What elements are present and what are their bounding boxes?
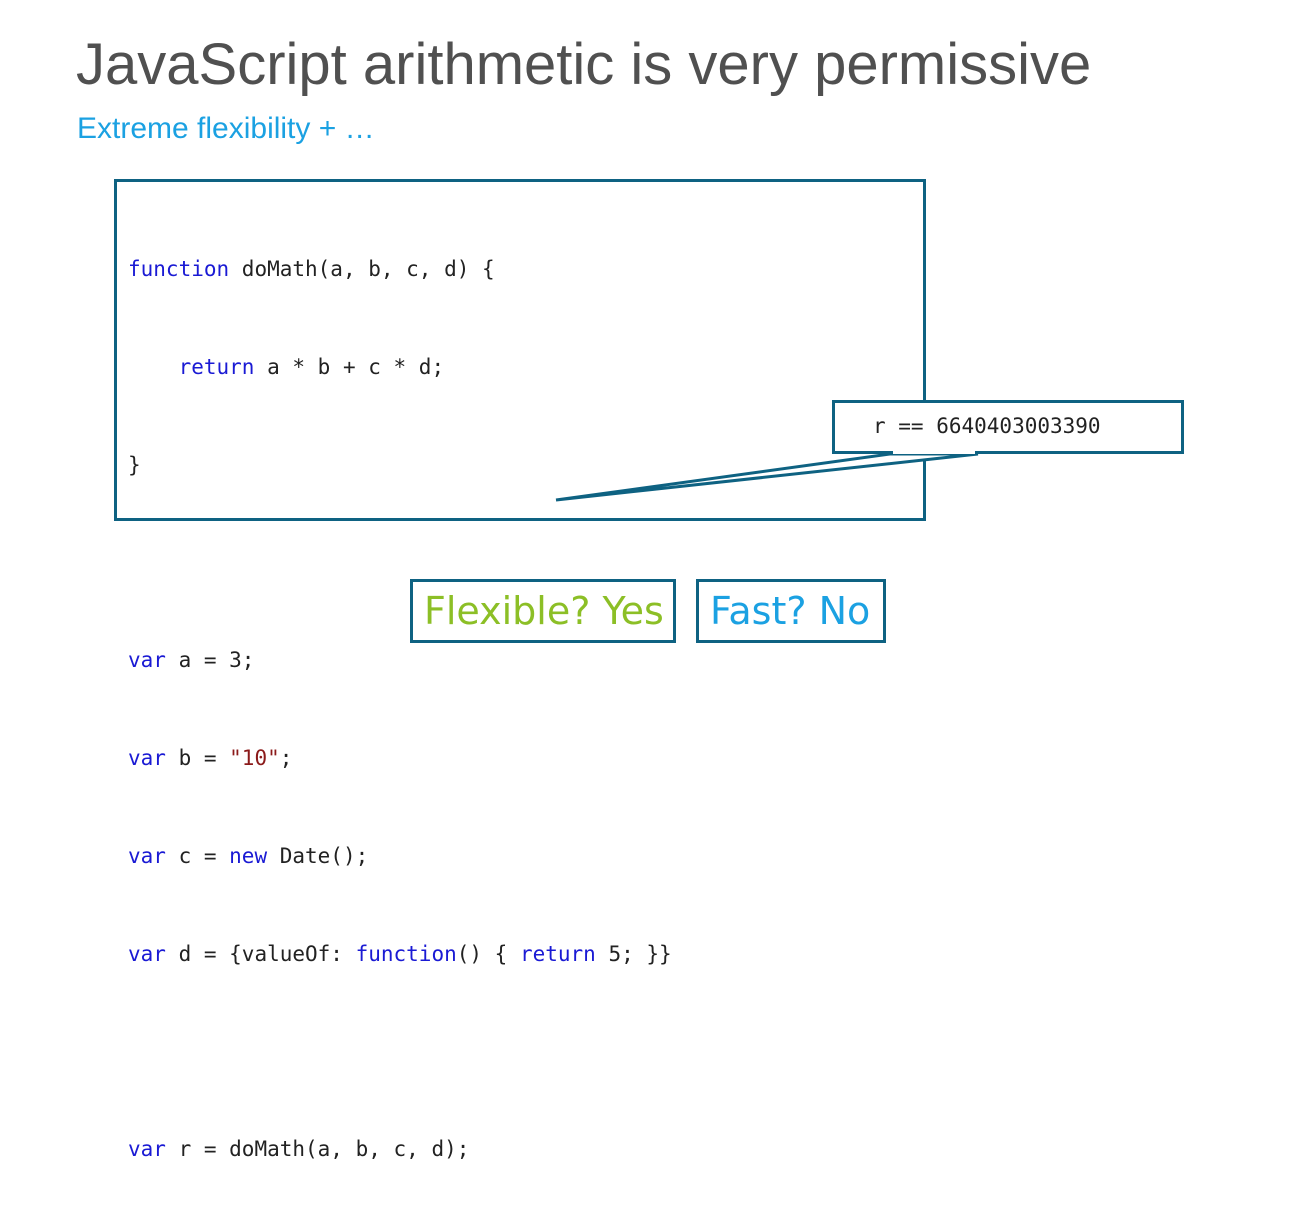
code-indent [128,355,179,379]
fast-label: Fast? No [696,579,886,643]
code-line-8: var d = {valueOf: function() { return 5;… [128,938,672,971]
code-text: ; [279,746,293,771]
code-text: () { [456,941,520,966]
code-keyword: return [519,941,596,966]
code-line-6: var b = "10"; [128,742,672,775]
code-block: function doMath(a, b, c, d) { return a *… [114,179,926,1161]
code-line-blank [128,1035,672,1068]
code-line-5: var a = 3; [128,644,672,677]
code-keyword: var [128,648,166,673]
code-text: d = {valueOf: [165,941,356,966]
code-keyword: function [355,941,457,966]
result-callout-text: r == 6640403003390 [873,414,1101,438]
code-text: 5; }} [595,941,672,966]
code-text: a * b + c * d; [254,354,445,379]
code-keyword: var [128,746,166,771]
code-line-blank [128,547,672,580]
slide-title: JavaScript arithmetic is very permissive [76,32,1092,97]
code-keyword: new [229,843,268,868]
code-keyword: return [178,354,255,379]
code-line-3: } [128,449,672,482]
code-keyword: var [128,1137,166,1162]
code-text: c = [165,843,230,868]
code-keyword: var [128,941,166,966]
code-line-7: var c = new Date(); [128,840,672,873]
code-text: r = doMath(a, b, c, d); [165,1137,470,1162]
code-line-10: var r = doMath(a, b, c, d); [128,1133,672,1166]
code-string: "10" [229,746,280,771]
code-text: Date(); [267,843,369,868]
flexible-label: Flexible? Yes [410,579,676,643]
code-keyword: var [128,843,166,868]
code-line-2: return a * b + c * d; [128,351,672,384]
result-callout: r == 6640403003390 [832,400,1184,454]
code-text: a = 3; [165,648,255,673]
code-text: } [128,452,141,477]
code-listing: function doMath(a, b, c, d) { return a *… [128,188,672,1231]
code-keyword: function [128,257,230,282]
code-line-1: function doMath(a, b, c, d) { [128,253,672,286]
slide-subtitle: Extreme flexibility + … [77,112,375,145]
code-text: doMath(a, b, c, d) { [229,257,495,282]
code-text: b = [165,746,230,771]
